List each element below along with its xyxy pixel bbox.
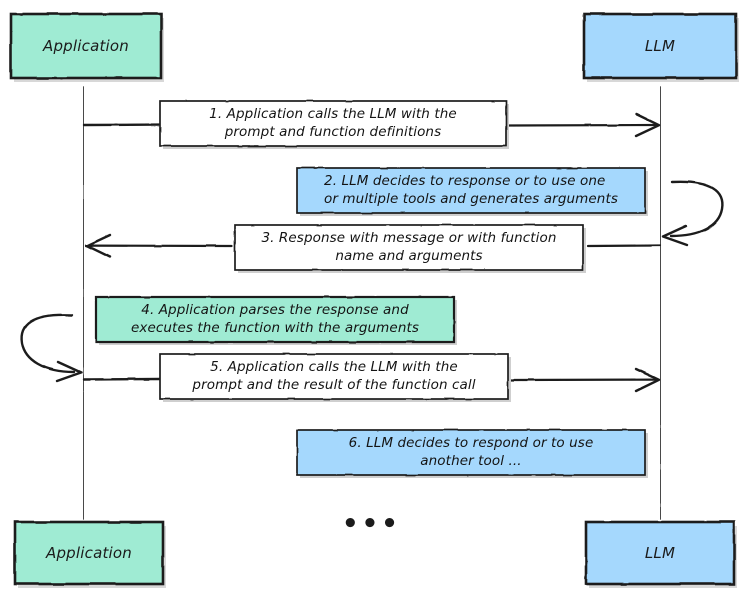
participant-box-application-top	[9, 12, 164, 82]
message-box-step-5	[159, 353, 511, 402]
participant-box-llm-bottom	[584, 520, 737, 588]
message-box-step-1	[159, 100, 509, 149]
message-box-step-3	[234, 224, 586, 273]
arrow-step-3	[84, 233, 662, 259]
message-box-step-2	[296, 167, 648, 216]
message-box-step-4	[94, 295, 457, 345]
arrow-step-1	[82, 112, 661, 138]
arrow-step-4-self-loop	[20, 313, 83, 383]
participant-box-application-bottom	[13, 520, 166, 588]
arrow-step-5	[82, 367, 661, 393]
participant-box-llm-top	[582, 12, 739, 82]
arrow-step-2-self-loop	[661, 180, 724, 247]
message-box-step-6	[296, 429, 648, 478]
